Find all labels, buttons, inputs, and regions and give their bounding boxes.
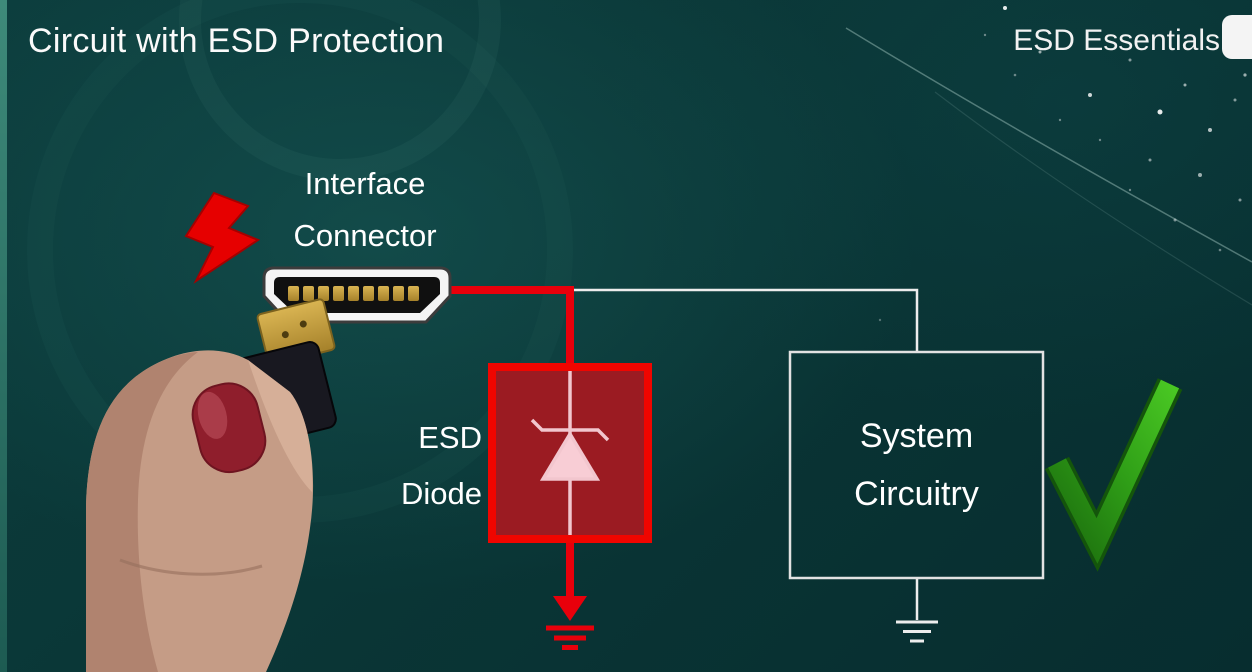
system-label-line1: System [859, 417, 974, 455]
connector-pins [288, 286, 419, 301]
esd-diode-label: ESD Diode [320, 410, 482, 522]
interface-label-line2: Connector [293, 218, 437, 253]
current-arrow [553, 596, 587, 621]
diode-label-line2: Diode [401, 476, 482, 511]
thumb-nail [191, 382, 267, 474]
light-curve [845, 27, 1252, 263]
system-circuitry-box [788, 350, 1045, 580]
diode-label-line1: ESD [418, 420, 482, 455]
wire-esd [442, 286, 574, 598]
zener-diode-symbol [530, 371, 610, 535]
brand-logo [1222, 15, 1252, 59]
interface-label-line1: Interface [304, 166, 426, 201]
brand-title: ESD Essentials [1013, 24, 1220, 57]
hand [86, 350, 314, 672]
interface-connector-label: Interface Connector [238, 158, 492, 262]
page-title: Circuit with ESD Protection [28, 22, 445, 60]
lightning-bolt-icon [184, 191, 261, 284]
system-label-line2: Circuitry [854, 475, 979, 513]
esd-diode-box [488, 363, 652, 543]
system-circuitry-label: System Circuitry [790, 352, 1043, 578]
ground-symbol-esd [546, 625, 594, 650]
wire-system [570, 288, 938, 643]
background-decor [179, 0, 1252, 322]
checkmark-icon [1044, 378, 1183, 572]
ground-symbol-system [896, 620, 938, 643]
left-edge-strip [0, 0, 7, 672]
sparkle-dots [878, 6, 1247, 322]
